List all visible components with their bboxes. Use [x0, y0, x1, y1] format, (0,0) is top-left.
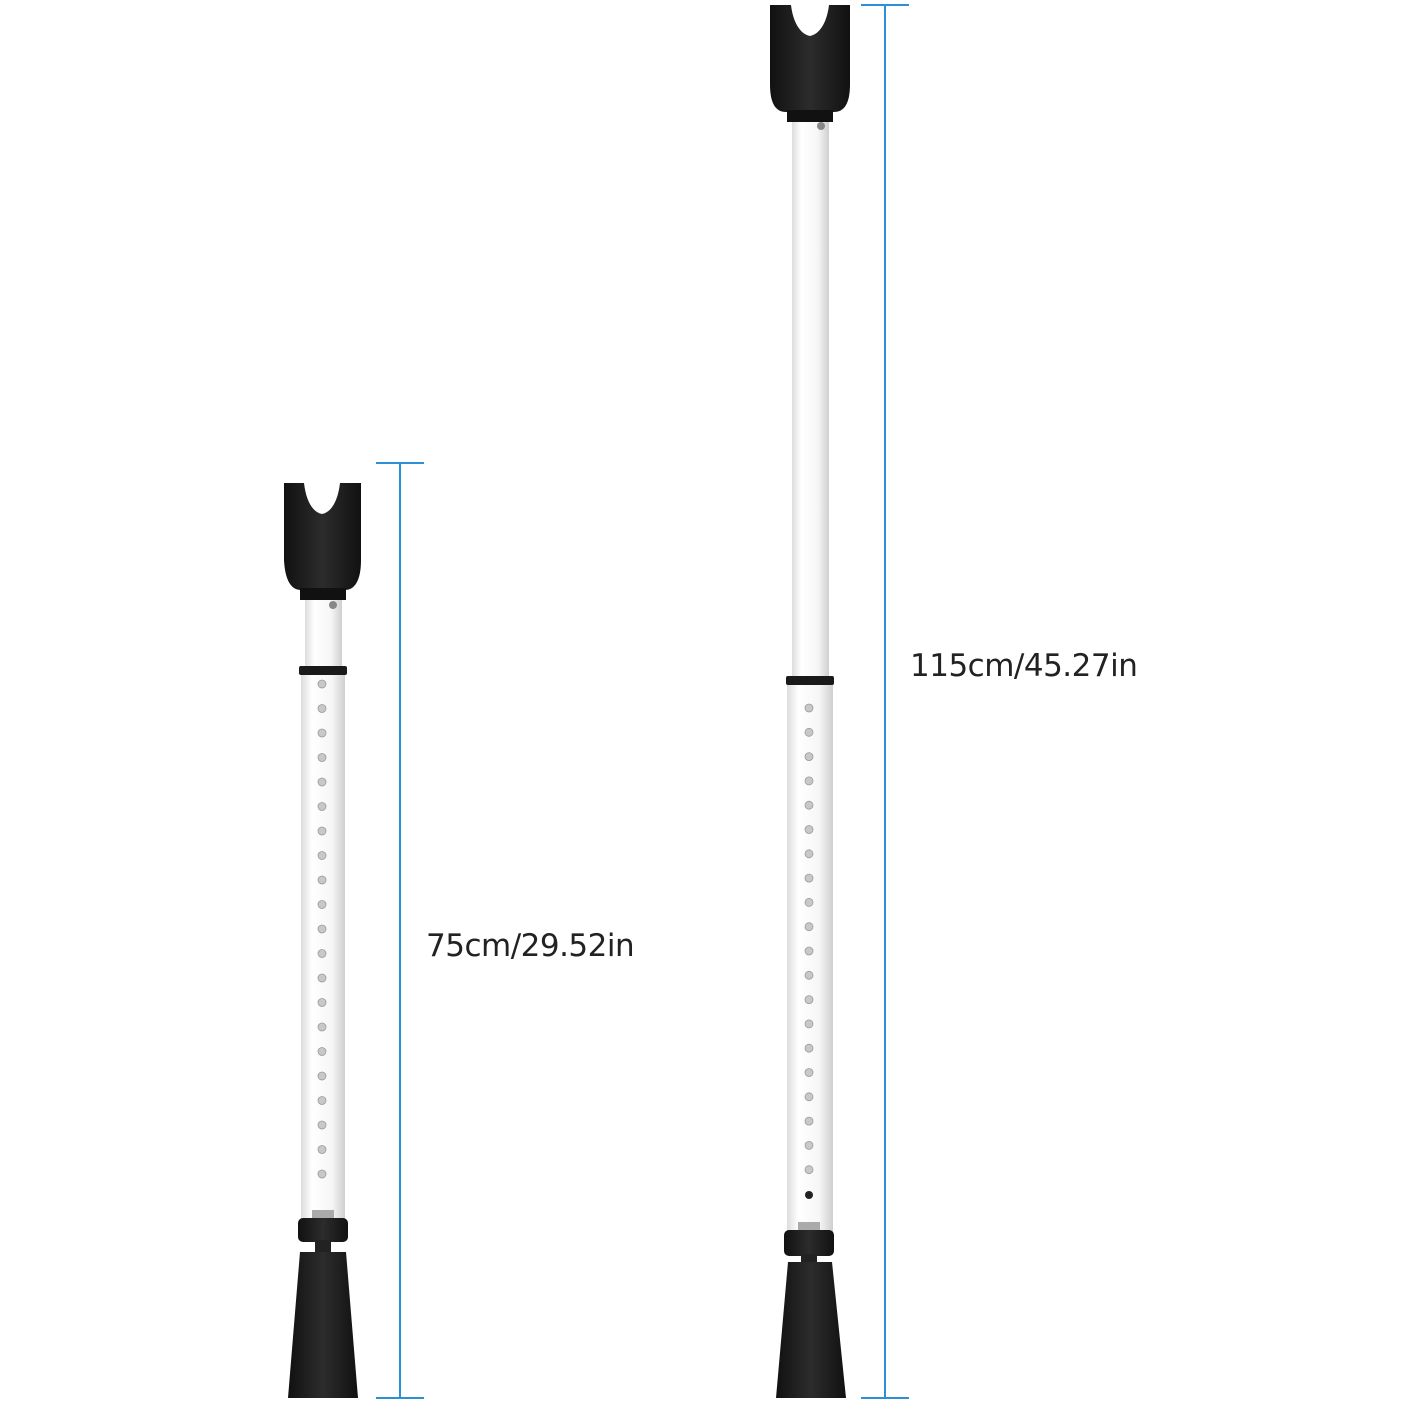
long-bar-lock-hole [805, 1191, 813, 1199]
adjustment-hole [317, 851, 327, 860]
long-bar-stem [801, 1254, 817, 1264]
short-bar-length-label: 75cm/29.52in [426, 928, 635, 964]
short-bar-cradle-collar [300, 588, 346, 600]
short-dimension-line [376, 462, 424, 1399]
adjustment-hole [804, 849, 814, 859]
adjustment-hole [804, 1141, 814, 1150]
long-bar-joint-ring [786, 676, 834, 685]
adjustment-hole [804, 873, 814, 883]
adjustment-hole [317, 1145, 327, 1154]
adjustment-hole [317, 1022, 327, 1032]
adjustment-hole [804, 995, 814, 1004]
adjustment-hole [804, 776, 814, 786]
long-bar-top-cradle [770, 5, 850, 112]
long-bar-bottom-collar [798, 1222, 820, 1232]
long-dimension-line [861, 4, 909, 1399]
short-bar-bottom-knob [298, 1218, 348, 1242]
adjustment-hole [317, 679, 327, 689]
adjustment-hole [317, 802, 327, 811]
adjustment-hole [317, 875, 327, 885]
adjustment-hole [804, 1068, 814, 1077]
short-bar-joint-ring [299, 666, 347, 675]
long-bar-inner-tube [792, 122, 829, 678]
short-bar-screw [329, 601, 337, 609]
long-security-bar [770, 5, 850, 1398]
adjustment-hole [317, 1071, 327, 1081]
adjustment-hole [317, 998, 327, 1007]
adjustment-hole [317, 973, 327, 983]
adjustment-hole [317, 826, 327, 836]
short-bar-bottom-collar [312, 1210, 334, 1220]
short-bar-stem [315, 1240, 331, 1252]
short-bar-rubber-foot [288, 1252, 358, 1398]
adjustment-hole [804, 825, 814, 834]
adjustment-hole [317, 753, 327, 762]
long-bar-rubber-foot [776, 1262, 846, 1398]
adjustment-hole [804, 752, 814, 761]
adjustment-hole [804, 970, 814, 980]
adjustment-hole [317, 777, 327, 787]
long-bar-length-label: 115cm/45.27in [910, 648, 1138, 684]
adjustment-hole [804, 1019, 814, 1029]
adjustment-hole [804, 946, 814, 956]
short-bar-inner-tube [305, 600, 342, 668]
long-bar-cradle-collar [787, 110, 833, 122]
adjustment-hole [317, 704, 327, 713]
adjustment-hole [317, 924, 327, 934]
long-bar-bottom-knob [784, 1230, 834, 1256]
adjustment-hole [317, 1096, 327, 1105]
adjustment-hole [317, 1047, 327, 1056]
short-bar-adjustment-holes [317, 679, 327, 1179]
adjustment-hole [804, 1092, 814, 1102]
adjustment-hole [317, 949, 327, 958]
adjustment-hole [804, 800, 814, 810]
adjustment-hole [804, 1165, 814, 1175]
adjustment-hole [317, 900, 327, 909]
adjustment-hole [804, 727, 814, 737]
adjustment-hole [804, 922, 814, 932]
long-bar-screw [817, 122, 825, 130]
long-bar-outer-tube [787, 685, 833, 1233]
short-security-bar [284, 483, 361, 1398]
adjustment-hole [804, 1116, 814, 1126]
long-bar-adjustment-holes [804, 703, 814, 1175]
adjustment-hole [317, 728, 327, 738]
short-bar-top-cradle [284, 483, 361, 590]
adjustment-hole [804, 1043, 814, 1053]
adjustment-hole [804, 898, 814, 907]
adjustment-hole [317, 1120, 327, 1130]
adjustment-hole [317, 1169, 327, 1179]
adjustment-hole [804, 703, 814, 713]
